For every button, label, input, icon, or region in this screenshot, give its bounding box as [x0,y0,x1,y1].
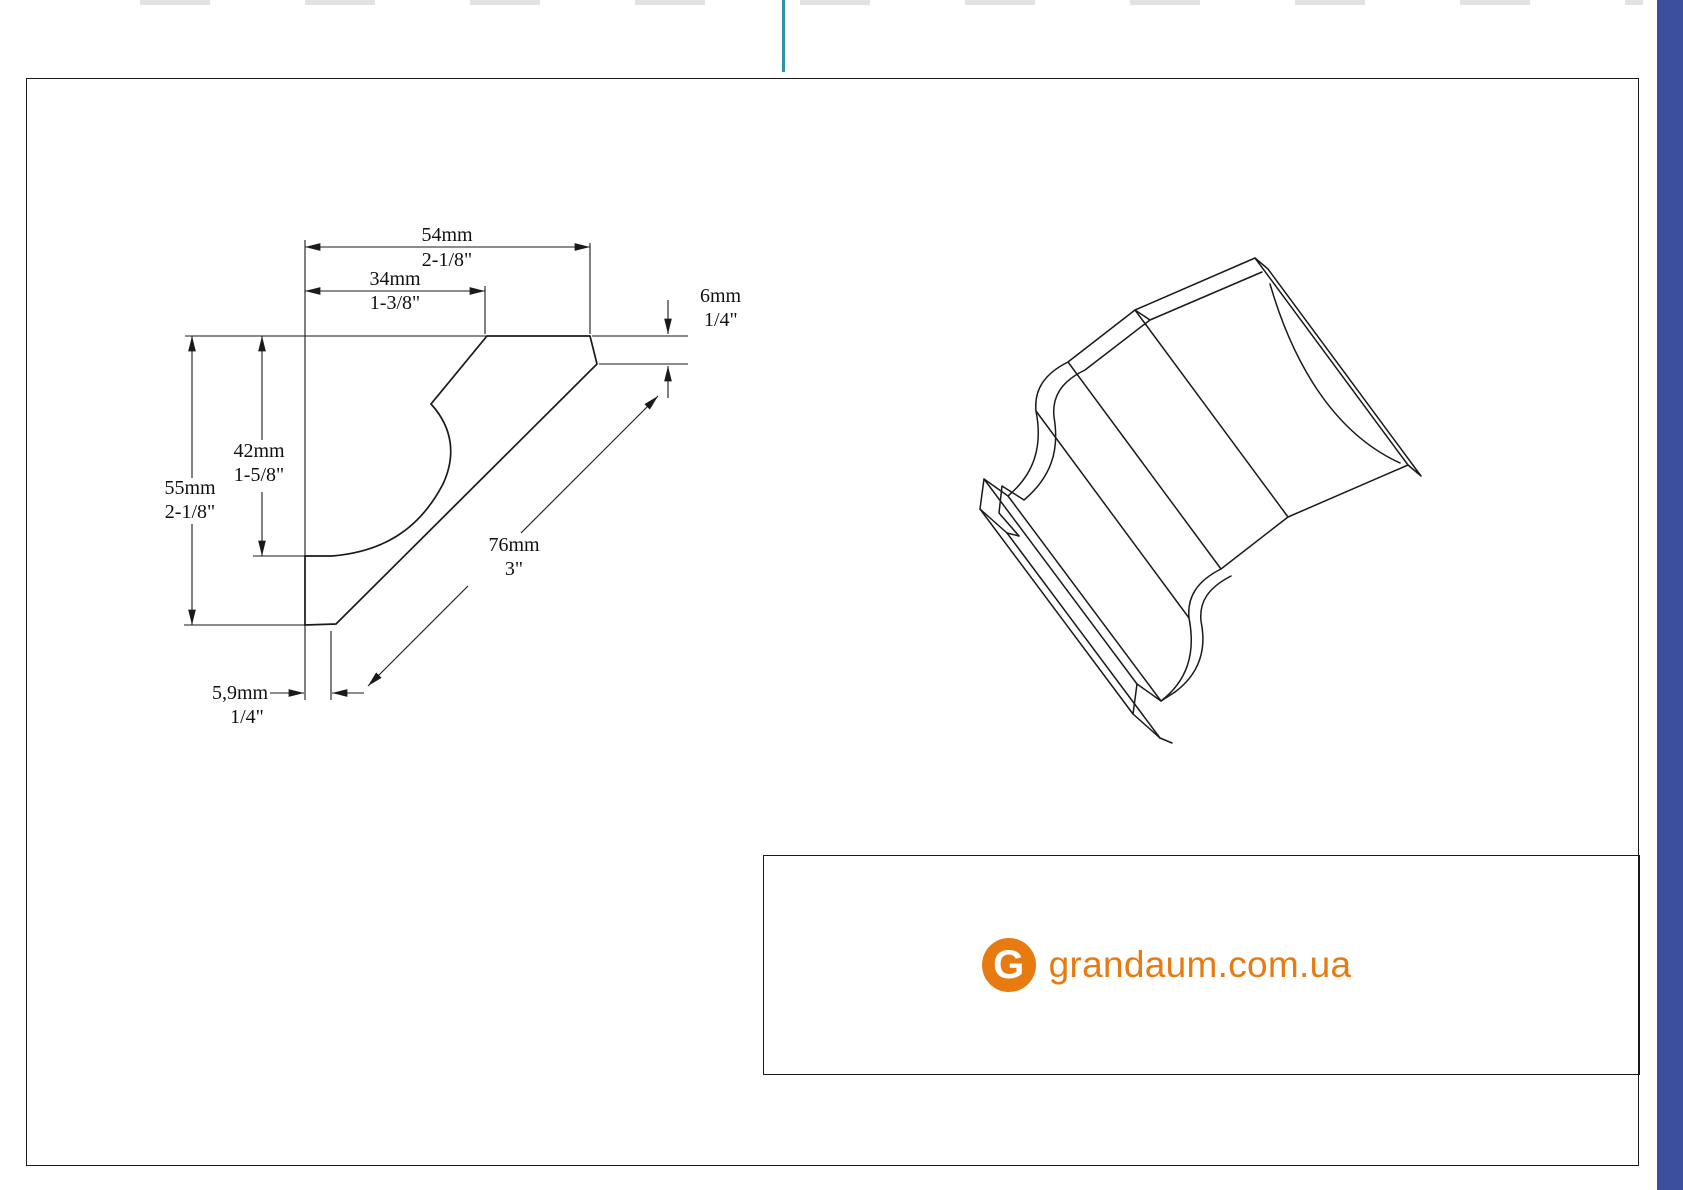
dim-total-height-in: 2-1/8" [165,501,215,523]
dim-top-thickness-mm: 6mm [700,285,742,307]
iso-knuckle-edge [1035,410,1190,619]
iso-right-end-outer [1132,516,1289,739]
dim-bottom-thickness-in: 1/4" [230,706,264,728]
iso-chamfer-edge [1067,361,1222,570]
scan-artifacts [140,0,1643,5]
dim-bottom-thickness-mm: 5,9mm [212,682,269,704]
dim-top-width-mm: 54mm [421,224,473,246]
iso-left-end-inner [998,271,1263,537]
iso-back-opening [1134,257,1409,518]
extension-lines [184,240,688,700]
iso-top-edge-strip [1254,257,1422,477]
dim-inner-width-mm: 34mm [369,268,421,290]
dim-inner-width-in: 1-3/8" [370,292,420,314]
profile-outline [304,335,598,626]
iso-right-end-inner [1174,575,1232,693]
dim-face-length-mm: 76mm [488,534,540,556]
dim-inner-height-mm: 42mm [233,440,285,462]
iso-view [979,257,1422,744]
iso-inner-cove-silhouette [1269,283,1401,464]
right-accent-bar [1657,0,1683,1190]
dim-face-length-in: 3" [505,558,523,580]
dimension-lines [188,243,672,697]
top-registration-mark [782,0,785,72]
iso-cove-edge [1007,495,1162,702]
dim-top-thickness-in: 1/4" [704,309,738,331]
iso-bottom-edge [1006,532,1161,739]
dim-top-width-in: 2-1/8" [422,249,472,271]
title-block: G grandaum.com.ua [763,855,1640,1075]
brand: G grandaum.com.ua [981,938,1352,992]
iso-flange-edge-1 [983,478,1138,685]
dim-total-height-mm: 55mm [164,477,216,499]
brand-logo-letter: G [993,943,1025,987]
website-text: grandaum.com.ua [1048,944,1352,985]
dim-inner-height-in: 1-5/8" [234,464,284,486]
iso-flange-edge-2 [979,508,1134,715]
drawing-frame [26,78,1639,1166]
brand-logo-icon: G [981,938,1036,992]
